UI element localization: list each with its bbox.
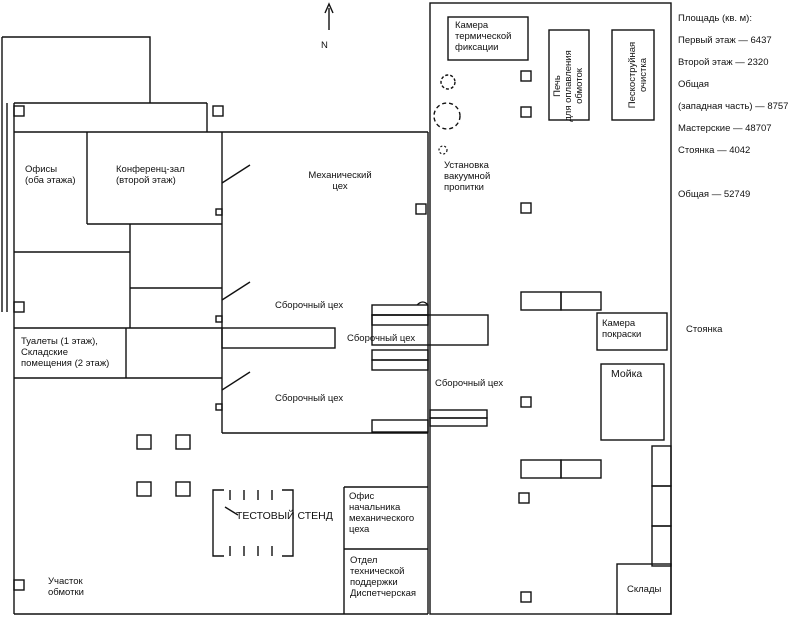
column	[518, 492, 530, 504]
north-arrow-head	[324, 2, 334, 14]
warehouses-label: Склады	[627, 584, 662, 595]
tank-small	[440, 74, 456, 90]
column	[520, 396, 532, 408]
winding-section-label: Участок обмотки	[48, 576, 84, 598]
north-label: N	[321, 40, 328, 51]
column	[215, 403, 223, 411]
legend: Площадь (кв. м): Первый этаж — 6437 Втор…	[678, 2, 796, 211]
rack-3	[651, 525, 672, 567]
paint-chamber-box	[596, 312, 668, 351]
column	[215, 208, 223, 216]
legend-line: Общая	[678, 79, 710, 90]
toilets-storage-label: Туалеты (1 этаж), Складские помещения (2…	[21, 336, 110, 369]
column	[415, 203, 427, 215]
assembly-shop-label: Сборочный цех	[275, 393, 344, 404]
sandblast-box	[611, 29, 655, 121]
assembly-shop-label: Сборочный цех	[347, 333, 416, 344]
pillar	[136, 434, 152, 450]
door-2	[221, 281, 251, 301]
mech-shop-head-office-label: Офис начальника механического цеха	[349, 491, 415, 535]
tech-support-label: Отдел технической поддержки Диспетчерска…	[350, 555, 417, 599]
legend-line: Мастерские — 48707	[678, 123, 772, 134]
legend-line: Первый этаж — 6437	[678, 35, 772, 46]
column	[13, 301, 25, 313]
legend-line	[678, 167, 796, 178]
bench-e3	[520, 459, 562, 479]
conference-hall-label: Конференц-зал (второй этаж)	[116, 164, 185, 186]
melt-oven-box	[548, 29, 590, 121]
tank-large	[433, 102, 461, 130]
melt-oven-label: Печь для оплавления обмоток	[552, 50, 585, 122]
warehouse-box	[616, 563, 672, 615]
test-stand-label: ТЕСТОВЫЙ СТЕНД	[236, 510, 333, 522]
tank-mini	[438, 145, 448, 155]
thermal-fixation-label: Камера термической фиксации	[455, 20, 512, 53]
pillar	[175, 434, 191, 450]
column	[212, 105, 224, 117]
test-stand-pointer	[224, 506, 239, 516]
column	[520, 70, 532, 82]
west-upper-wall	[2, 36, 151, 103]
door-3	[221, 371, 251, 391]
rail-1b	[371, 314, 429, 326]
thermal-fixation-box	[447, 16, 529, 61]
vacuum-impregnation-label: Установка вакуумной пропитки	[444, 160, 491, 193]
column	[520, 202, 532, 214]
rail-1a	[371, 304, 429, 316]
offices-label: Офисы (оба этажа)	[25, 164, 76, 186]
rail-3b	[429, 409, 488, 419]
washer-box	[600, 363, 665, 441]
legend-line: Стоянка — 4042	[678, 145, 751, 156]
pillar	[175, 481, 191, 497]
legend-line: Общая — 52749	[678, 189, 751, 200]
legend-header: Площадь (кв. м):	[678, 13, 752, 24]
rail-2a	[371, 349, 429, 361]
rail-2b	[371, 359, 429, 371]
rail-3c	[429, 417, 488, 427]
bench-e4	[560, 459, 602, 479]
column	[215, 315, 223, 323]
pillar	[136, 481, 152, 497]
mechanical-shop-label: Механический цех	[308, 170, 372, 192]
rack-2	[651, 485, 672, 527]
column	[13, 105, 25, 117]
bench-1	[221, 327, 336, 349]
assembly-shop-label: Сборочный цех	[275, 300, 344, 311]
door-arc	[416, 301, 429, 306]
test-stand-frame-right	[282, 489, 294, 557]
column	[13, 579, 25, 591]
rack-1	[651, 445, 672, 487]
legend-line: (западная часть) — 8757	[678, 101, 789, 112]
bench-e2	[560, 291, 602, 311]
east-building	[429, 2, 672, 615]
paint-chamber-label: Камера покраски	[602, 318, 642, 340]
rail-3a	[371, 419, 429, 433]
test-stand-frame-left	[212, 489, 224, 557]
column	[520, 106, 532, 118]
washer-label: Мойка	[611, 368, 643, 380]
column	[520, 591, 532, 603]
assembly-shop-label: Сборочный цех	[435, 378, 504, 389]
bench-e1	[520, 291, 562, 311]
parking-label: Стоянка	[686, 324, 723, 335]
legend-line: Второй этаж — 2320	[678, 57, 769, 68]
door-1	[221, 164, 251, 184]
sandblast-label: Пескоструйная очистка	[627, 41, 649, 109]
